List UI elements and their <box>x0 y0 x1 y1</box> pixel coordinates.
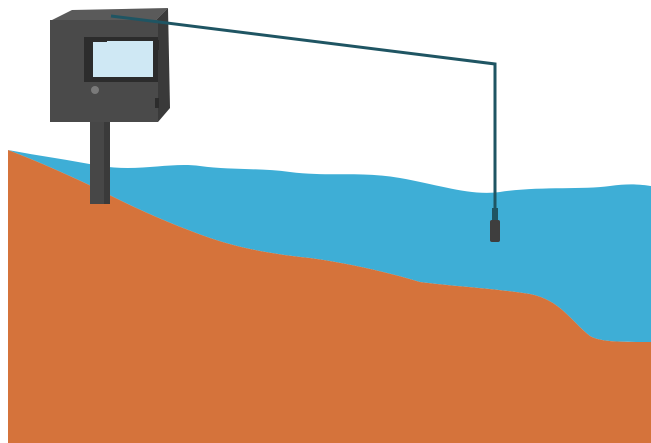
display-screen <box>93 41 153 77</box>
display-tab <box>93 38 107 42</box>
water-level-sensor-connector <box>492 208 498 222</box>
indicator-light <box>91 86 99 94</box>
water-level-sensor <box>490 220 500 242</box>
logger-enclosure-top <box>52 8 168 20</box>
enclosure-hinge-bottom <box>155 98 159 108</box>
mounting-post-shadow <box>104 118 110 204</box>
